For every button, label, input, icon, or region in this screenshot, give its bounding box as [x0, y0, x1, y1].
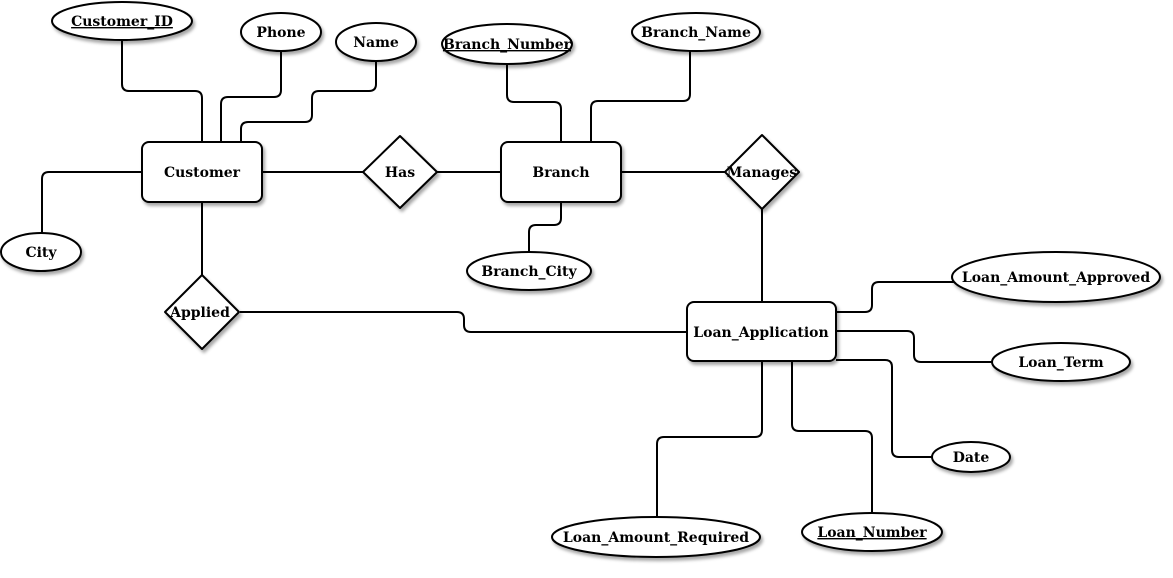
attribute-branch-name[interactable]: Branch_Name — [631, 12, 761, 52]
edge-loan-date — [836, 359, 932, 458]
attribute-city[interactable]: City — [0, 232, 82, 272]
relationship-manages[interactable]: Manages — [724, 134, 800, 210]
relationship-manages-label: Manages — [727, 165, 798, 181]
edge-branch-city — [528, 202, 562, 252]
edge-loan-number — [791, 361, 873, 514]
entity-loan-application[interactable]: Loan_Application — [686, 301, 837, 362]
attribute-loan-amount-approved-label: Loan_Amount_Approved — [962, 270, 1150, 286]
attribute-loan-amount-required-label: Loan_Amount_Required — [563, 530, 749, 546]
relationship-has[interactable]: Has — [362, 135, 438, 209]
attribute-date[interactable]: Date — [931, 441, 1011, 473]
edge-applied-loan — [240, 311, 687, 333]
entity-branch[interactable]: Branch — [500, 141, 622, 203]
attribute-customer-id-label: Customer_ID — [71, 14, 173, 30]
connectors — [41, 40, 993, 518]
edge-customer-id — [121, 40, 203, 142]
attribute-name[interactable]: Name — [335, 22, 417, 62]
edge-customer-phone — [220, 50, 282, 142]
edge-loan-term — [836, 330, 993, 363]
entity-customer-label: Customer — [164, 165, 241, 181]
attribute-phone-label: Phone — [256, 25, 305, 41]
entity-branch-label: Branch — [532, 165, 589, 181]
attribute-loan-term-label: Loan_Term — [1018, 355, 1104, 371]
attribute-branch-number[interactable]: Branch_Number — [441, 23, 573, 65]
attribute-loan-term[interactable]: Loan_Term — [991, 342, 1131, 382]
edge-customer-city — [41, 171, 142, 234]
attribute-loan-amount-approved[interactable]: Loan_Amount_Approved — [951, 251, 1161, 303]
attribute-loan-amount-required[interactable]: Loan_Amount_Required — [551, 516, 761, 558]
attribute-name-label: Name — [353, 35, 399, 51]
attribute-phone[interactable]: Phone — [240, 12, 322, 52]
relationship-has-label: Has — [385, 165, 415, 181]
relationship-applied-label: Applied — [169, 305, 230, 321]
edge-loan-amount-approved — [836, 281, 956, 313]
attribute-date-label: Date — [953, 450, 990, 466]
attribute-branch-city[interactable]: Branch_City — [466, 251, 592, 291]
attribute-branch-city-label: Branch_City — [481, 264, 577, 280]
entity-loan-application-label: Loan_Application — [693, 325, 828, 341]
attribute-loan-number-label: Loan_Number — [817, 525, 927, 541]
attribute-branch-number-label: Branch_Number — [443, 37, 572, 53]
attribute-loan-number[interactable]: Loan_Number — [801, 512, 943, 552]
edge-branch-name — [590, 50, 691, 142]
entity-customer[interactable]: Customer — [141, 141, 263, 203]
edge-loan-amount-required — [656, 361, 763, 518]
edge-branch-number — [506, 64, 562, 142]
attribute-customer-id[interactable]: Customer_ID — [51, 1, 193, 41]
edge-customer-name — [240, 60, 377, 142]
attribute-branch-name-label: Branch_Name — [641, 25, 751, 41]
relationship-applied[interactable]: Applied — [164, 274, 240, 350]
attribute-city-label: City — [25, 245, 57, 261]
